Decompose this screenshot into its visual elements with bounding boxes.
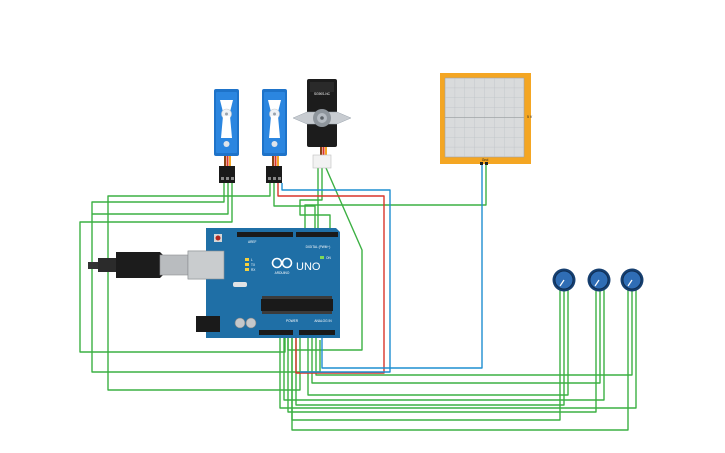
servo-connector[interactable]: [266, 166, 282, 183]
scope-voltage-label: 5 V: [527, 115, 533, 119]
analog-header-label: ANALOG IN: [314, 319, 332, 323]
servo-connector[interactable]: [312, 154, 332, 169]
potentiometer-3[interactable]: [620, 268, 644, 292]
usb-connector: [187, 250, 225, 280]
power-jack[interactable]: [196, 316, 220, 332]
wire-servo1-power[interactable]: [92, 183, 229, 215]
servo-lead-orange: [229, 156, 231, 166]
servo-lead-brown: [224, 156, 226, 166]
servo-lead-red: [274, 156, 277, 166]
wire-pot3-a[interactable]: [291, 290, 629, 431]
led-on-label: ON: [326, 256, 331, 260]
capacitor-1: [234, 317, 246, 329]
micro-servo-1[interactable]: [214, 89, 239, 183]
led-tx-label: TX: [251, 263, 256, 267]
crystal: [233, 282, 247, 287]
analog-header[interactable]: [299, 330, 335, 335]
micro-servo-2[interactable]: [262, 89, 287, 183]
brand-label: ARDUINO: [275, 271, 290, 275]
model-label: UNO: [296, 261, 321, 273]
digital-header-2[interactable]: [296, 232, 338, 237]
scope-pin-signal[interactable]: [480, 162, 483, 165]
reset-button[interactable]: [215, 235, 221, 241]
digital-header-1[interactable]: [237, 232, 293, 237]
led-tx: [245, 263, 249, 266]
wire-pot2-b[interactable]: [311, 290, 601, 384]
servo-screw: [225, 112, 228, 116]
power-header[interactable]: [259, 330, 293, 335]
wire-pot2-c[interactable]: [283, 290, 605, 401]
wire-pot3-c[interactable]: [279, 290, 637, 409]
servo-lead-brown: [320, 147, 322, 155]
oscilloscope[interactable]: 5 V Gnd: [440, 73, 533, 165]
led-rx-label: RX: [251, 268, 256, 272]
standard-servo[interactable]: SG90S-NC: [292, 79, 352, 169]
connector-pin: [278, 177, 281, 180]
potentiometer-2[interactable]: [587, 268, 611, 292]
connector-pin: [226, 177, 229, 180]
usb-cable-end: [88, 262, 98, 269]
chip-socket-bottom: [262, 311, 332, 314]
led-l: [245, 258, 249, 261]
wire-servo1-gnd[interactable]: [79, 183, 286, 353]
servo-horn-bottom: [269, 116, 280, 138]
servo-connector[interactable]: [219, 166, 235, 183]
usb-plug-body: [116, 252, 164, 278]
usb-plug-strain: [98, 258, 116, 272]
pot-indicator: [627, 279, 633, 287]
wire-servo2-gnd[interactable]: [273, 183, 316, 238]
wire-pot3-b[interactable]: [315, 290, 633, 376]
servo-horn-top: [268, 100, 281, 112]
servo-horn-top: [220, 100, 233, 112]
aref-label: AREF: [248, 240, 257, 244]
wire-5v-red[interactable]: [277, 183, 385, 374]
servo-model-label: SG90S-NC: [314, 92, 331, 96]
wire-servo1-signal[interactable]: [91, 183, 321, 373]
connector-pin: [268, 177, 271, 180]
potentiometers: [552, 268, 644, 292]
servo-lead-orange: [277, 156, 279, 166]
led-on: [320, 256, 324, 259]
digital-header-label: DIGITAL (PWM~): [306, 245, 331, 249]
pot-indicator: [559, 279, 565, 287]
wire-servo2-signal[interactable]: [107, 183, 301, 391]
wire-scope-gnd[interactable]: [304, 165, 487, 238]
scope-gnd-label: Gnd: [482, 158, 489, 162]
wire-signal-blue-2[interactable]: [321, 165, 483, 369]
led-l-label: L: [251, 258, 253, 262]
servo-lead-brown: [272, 156, 274, 166]
connector-pin: [231, 177, 234, 180]
servo-gear: [271, 141, 278, 147]
servo-lead-orange: [325, 147, 327, 155]
wires: [79, 165, 637, 431]
atmega-chip: [261, 299, 333, 311]
arduino-uno-board[interactable]: L TX RX ON AREF DIGITAL (PWM~) POWER ANA…: [187, 228, 340, 338]
connector-pin: [273, 177, 276, 180]
connector-pin: [221, 177, 224, 180]
servo-lead-red: [226, 156, 229, 166]
scope-pin-gnd[interactable]: [485, 162, 488, 165]
power-header-label: POWER: [286, 319, 299, 323]
pot-indicator: [594, 279, 600, 287]
led-rx: [245, 268, 249, 271]
servo-horn-bottom: [221, 116, 232, 138]
wire-pot1-c[interactable]: [307, 290, 569, 396]
potentiometer-1[interactable]: [552, 268, 576, 292]
servo-gear: [223, 141, 230, 147]
capacitor-2: [245, 317, 257, 329]
chip-socket-top: [262, 296, 332, 299]
servo-lead-red: [322, 147, 325, 155]
wire-pot2-a[interactable]: [287, 290, 597, 413]
wire-signal-blue-1[interactable]: [281, 183, 391, 373]
wire-servo3-gnd[interactable]: [299, 168, 331, 238]
servo-screw: [320, 116, 324, 120]
servo-screw: [273, 112, 276, 116]
usb-plug-metal: [159, 254, 189, 276]
arduino-logo: ARDUINO: [271, 257, 293, 275]
servo-top-cap: [310, 82, 334, 92]
